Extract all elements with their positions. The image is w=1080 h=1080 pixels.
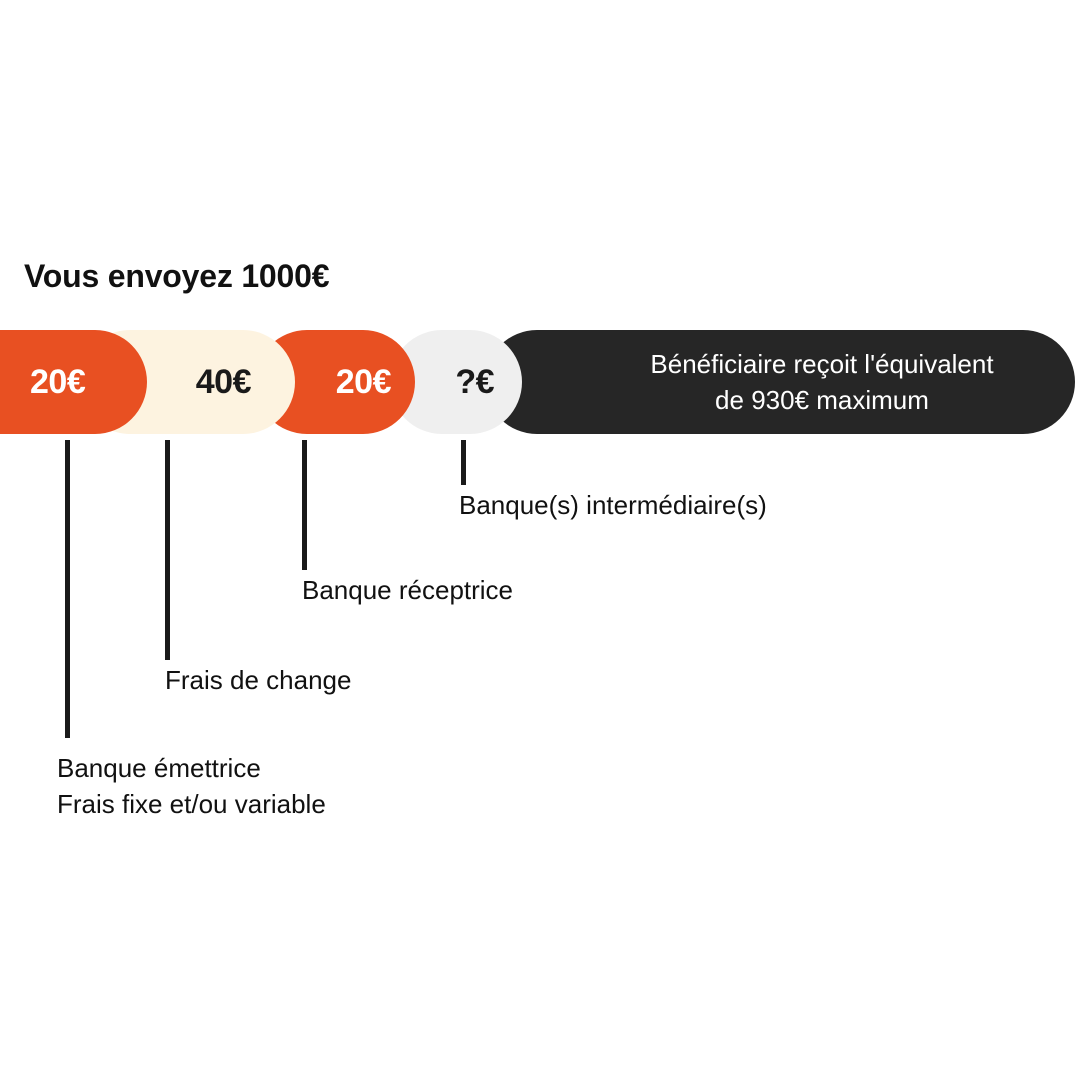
callout-sending-bank: Banque émettrice Frais fixe et/ou variab… [57,753,326,819]
leader-line-receiving [302,440,307,570]
segment-beneficiary: Bénéficiaire reçoit l'équivalent de 930€… [485,330,1075,434]
intermediary-amount-label: ?€ [455,362,494,401]
page-title: Vous envoyez 1000€ [24,258,330,294]
leader-line-sending [65,440,70,738]
sending-bank-amount-label: 20€ [30,362,86,401]
callout-receiving-bank: Banque réceptrice [302,575,514,605]
receiving-bank-amount-label: 20€ [335,362,392,401]
exchange-fee-amount-label: 40€ [195,362,252,401]
beneficiary-amount-label: Bénéficiaire reçoit l'équivalent de 930€… [650,349,994,415]
leader-line-exchange [165,440,170,660]
fee-breakdown-bar: Bénéficiaire reçoit l'équivalent de 930€… [0,330,1080,434]
callout-exchange-fee: Frais de change [165,665,352,695]
segment-sending-bank: 20€ [0,330,147,434]
callout-intermediary-banks: Banque(s) intermédiaire(s) [459,490,767,520]
leader-line-intermediary [461,440,466,485]
